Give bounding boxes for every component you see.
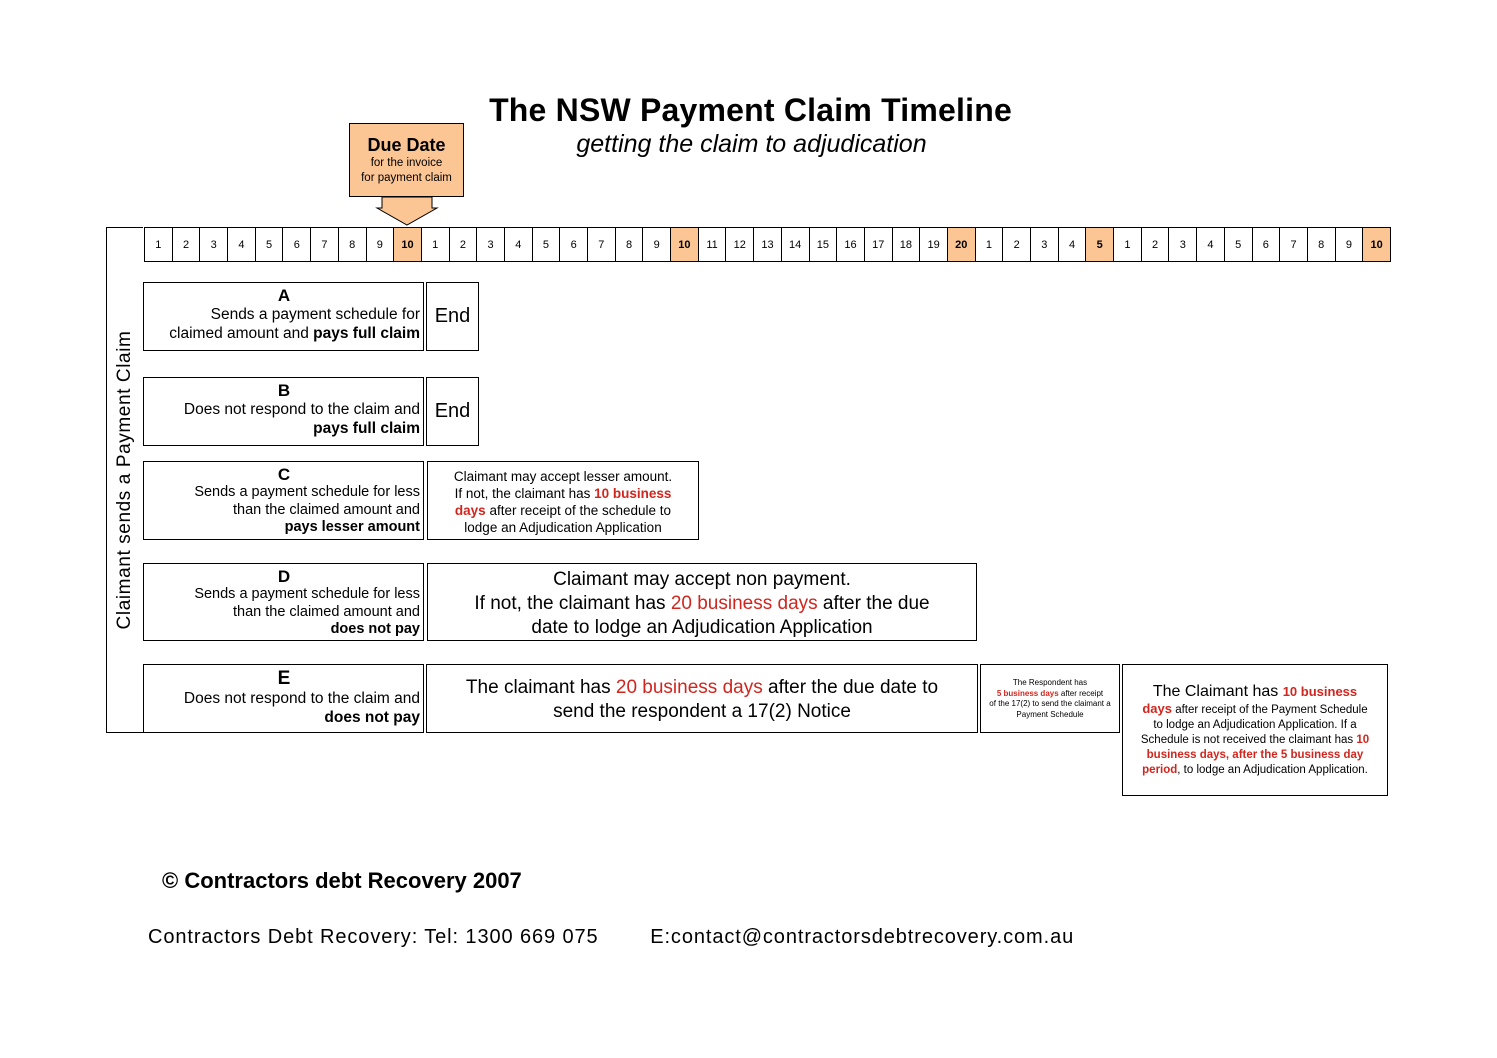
scenario-text: Does not respond to the claim and — [183, 690, 420, 707]
day-cell: 7 — [311, 228, 339, 261]
day-cell: 3 — [1169, 228, 1198, 261]
day-cell: 11 — [699, 228, 727, 261]
day-cell: 2 — [450, 228, 478, 261]
day-cell: 5 — [1225, 228, 1253, 261]
scenario-text: does not pay — [330, 621, 420, 637]
day-cell: 10 — [671, 228, 699, 261]
scenario-text: pays lesser amount — [284, 519, 420, 535]
day-cell: 1 — [145, 228, 173, 261]
page-title: The NSW Payment Claim Timeline — [489, 92, 1012, 128]
scenario-letter: B — [277, 381, 291, 400]
contact-line: Contractors Debt Recovery: Tel: 1300 669… — [148, 926, 1075, 948]
outcome-c: Claimant may accept lesser amount. If no… — [427, 461, 699, 540]
outcome-end-b: End — [426, 377, 479, 446]
day-cell: 3 — [200, 228, 229, 261]
scenario-letter: A — [277, 286, 291, 305]
scenario-text: than the claimed amount and — [232, 501, 420, 518]
day-cell: 1 — [976, 228, 1004, 261]
day-cell: 5 — [1086, 228, 1115, 261]
due-date-line-1: for the invoice — [370, 157, 443, 169]
day-cell: 12 — [726, 228, 755, 261]
scenario-text: Sends a payment schedule for less — [194, 484, 420, 500]
scenario-c: C Sends a payment schedule for less than… — [143, 461, 424, 540]
day-cell: 16 — [837, 228, 865, 261]
scenario-letter: C — [277, 465, 291, 484]
day-cell: 10 — [1363, 228, 1390, 261]
final-box: The Claimant has 10 business days after … — [1122, 664, 1388, 796]
day-cell: 10 — [394, 228, 422, 261]
scenario-d: D Sends a payment schedule for less than… — [143, 563, 424, 641]
day-cell: 2 — [1142, 228, 1170, 261]
day-cell: 18 — [893, 228, 921, 261]
respondent-box: The Respondent has 5 business days after… — [980, 664, 1120, 733]
day-cell: 3 — [477, 228, 505, 261]
scenario-text: than the claimed amount and — [232, 603, 420, 620]
day-cell: 5 — [256, 228, 284, 261]
outcome-d: Claimant may accept non payment. If not,… — [427, 563, 977, 641]
due-date-line-2: for payment claim — [361, 172, 452, 184]
down-arrow-icon — [375, 197, 439, 226]
day-cell: 1 — [422, 228, 450, 261]
scenario-text: Sends a payment schedule for less — [194, 586, 420, 602]
day-cell: 9 — [1336, 228, 1364, 261]
scenario-text: Does not respond to the claim and — [183, 401, 420, 418]
day-cell: 13 — [754, 228, 782, 261]
day-cell: 15 — [810, 228, 838, 261]
day-cell: 4 — [1059, 228, 1087, 261]
outcome-end-a: End — [426, 282, 479, 351]
scenario-e: E Does not respond to the claim and does… — [143, 664, 424, 733]
scenario-letter: E — [277, 668, 291, 689]
scenario-b: B Does not respond to the claim and pays… — [143, 377, 424, 446]
day-cell: 8 — [616, 228, 644, 261]
scenario-text: does not pay — [324, 709, 420, 726]
day-cell: 6 — [560, 228, 588, 261]
day-cell: 2 — [173, 228, 201, 261]
day-cell: 7 — [588, 228, 616, 261]
day-cell: 3 — [1031, 228, 1059, 261]
day-cell: 14 — [782, 228, 810, 261]
due-date-box: Due Date for the invoice for payment cla… — [349, 123, 464, 197]
copyright: © Contractors debt Recovery 2007 — [162, 868, 522, 893]
day-cell: 4 — [1197, 228, 1225, 261]
scenario-letter: D — [277, 567, 291, 586]
day-cell: 8 — [1308, 228, 1336, 261]
day-cell: 20 — [947, 228, 976, 261]
scenario-text: Sends a payment schedule for — [210, 306, 420, 323]
side-label-bar: Claimant sends a Payment Claim — [106, 227, 143, 733]
day-cell: 4 — [228, 228, 256, 261]
day-cell: 6 — [1253, 228, 1281, 261]
day-cell: 1 — [1114, 228, 1142, 261]
outcome-e: The claimant has 20 business days after … — [426, 664, 978, 733]
day-cell: 5 — [533, 228, 561, 261]
day-cell: 19 — [920, 228, 948, 261]
day-cell: 4 — [505, 228, 533, 261]
day-cell: 9 — [643, 228, 672, 261]
day-cell: 9 — [367, 228, 395, 261]
page-subtitle: getting the claim to adjudication — [576, 130, 927, 158]
day-cell: 17 — [865, 228, 893, 261]
day-cell: 8 — [339, 228, 367, 261]
day-cell: 7 — [1280, 228, 1308, 261]
day-cell: 6 — [283, 228, 312, 261]
due-date-heading: Due Date — [367, 135, 446, 155]
scenario-text: pays full claim — [313, 420, 420, 437]
scenario-a: A Sends a payment schedule for claimed a… — [143, 282, 424, 351]
scenario-text: claimed amount and pays full claim — [169, 325, 420, 342]
side-label: Claimant sends a Payment Claim — [114, 328, 136, 632]
day-cell: 2 — [1003, 228, 1031, 261]
